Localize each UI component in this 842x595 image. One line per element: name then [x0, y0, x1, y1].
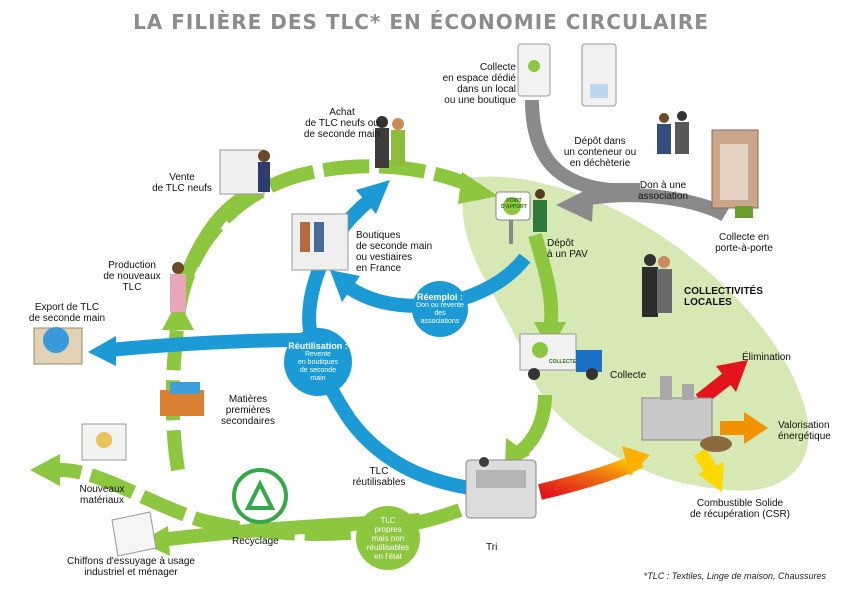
truck-logo-text: COLLECTE	[549, 359, 576, 365]
bubble-reemploi-sub: Don ou revente des associations	[416, 302, 464, 325]
label-vente: Vente de TLC neufs	[152, 172, 212, 194]
label-depot-conteneur: Dépôt dans un conteneur ou en déchèterie	[563, 136, 637, 169]
label-elimination: Élimination	[742, 352, 791, 363]
label-nouveaux-materiaux: Nouveaux matériaux	[79, 484, 125, 506]
collectivites-area	[462, 176, 809, 491]
label-matieres: Matières premières secondaires	[221, 394, 275, 427]
bubble-reutilisation: Réutilisation : Revente en boutiques de …	[284, 328, 352, 396]
label-combustible: Combustible Solide de récupération (CSR)	[689, 498, 791, 520]
recycle-symbol	[232, 468, 288, 524]
label-export: Export de TLC de seconde main	[28, 302, 106, 324]
people-don-illustration	[657, 111, 689, 154]
bubble-tlc-propres: TLC propres mais non réutilisables en l'…	[356, 506, 420, 570]
grey-arrow-espace	[525, 99, 640, 197]
elimination-arrowhead	[716, 360, 748, 392]
factory-illustration	[641, 376, 732, 452]
pav-person-illustration	[533, 189, 547, 232]
blue-flow-reemploi	[335, 253, 531, 313]
valorisation-arrowhead	[744, 412, 768, 444]
bubble-reemploi: Réemploi : Don ou revente des associatio…	[412, 281, 468, 337]
grey-arrowhead	[556, 186, 594, 222]
label-valorisation: Valorisation énergétique	[778, 420, 831, 442]
matieres-illustration	[160, 382, 204, 416]
label-depot-pav: Dépôt à un PAV	[547, 238, 588, 260]
blue-arrowhead-export	[88, 336, 116, 366]
page-title: LA FILIÈRE DES TLC* EN ÉCONOMIE CIRCULAI…	[133, 10, 709, 34]
blue-arrowhead-center	[356, 180, 390, 214]
vente-rack-illustration	[219, 149, 270, 195]
label-chiffons: Chiffons d'essuyage à usage industriel e…	[67, 556, 195, 578]
grey-arrow-porte	[588, 188, 729, 222]
blue-flow-export	[109, 333, 301, 357]
green-arrowhead-up	[162, 300, 194, 330]
export-globe-illustration	[33, 327, 83, 365]
container-illustration	[517, 43, 551, 97]
label-achat: Achat de TLC neufs ou de seconde main	[303, 107, 381, 140]
bubble-reutilisation-title: Réutilisation :	[288, 341, 348, 351]
label-tri: Tri	[486, 542, 498, 553]
rags-illustration	[111, 511, 157, 557]
bubble-reemploi-title: Réemploi :	[416, 292, 463, 302]
bubble-reutilisation-sub: Revente en boutiques de seconde main	[297, 351, 339, 382]
boutique-illustration	[291, 213, 349, 271]
container-depot-illustration	[581, 43, 617, 107]
blue-arrowhead-reemploi	[330, 270, 360, 302]
label-collecte: Collecte	[610, 370, 647, 381]
label-don-association: Don à une association	[637, 180, 689, 202]
green-arrowhead-left	[30, 454, 60, 486]
pav-sign-text: POINT D'APPORT	[501, 198, 527, 210]
house-door-illustration	[711, 129, 759, 218]
green-arrowhead-top	[458, 172, 498, 204]
nouveaux-materiaux-illustration	[81, 423, 127, 461]
pav-sign-illustration	[495, 191, 531, 244]
label-collecte-espace: Collecte en espace dédié dans un local o…	[442, 62, 516, 106]
collectivites-people-illustration	[642, 254, 672, 317]
footnote: *TLC : Textiles, Linge de maison, Chauss…	[643, 571, 826, 581]
label-production: Production de nouveaux TLC	[103, 260, 161, 293]
truck-illustration	[519, 333, 602, 380]
tri-machine-illustration	[465, 457, 537, 519]
achat-people-illustration	[375, 116, 405, 168]
csr-arrowhead	[698, 462, 724, 492]
label-boutiques: Boutiques de seconde main ou vestiaires …	[356, 230, 433, 274]
label-recyclage: Recyclage	[232, 536, 279, 547]
label-collecte-porte: Collecte en porte-à-porte	[715, 232, 773, 254]
production-person-illustration	[170, 262, 186, 312]
heat-flow	[538, 452, 644, 500]
bubble-tlc-propres-text: TLC propres mais non réutilisables en l'…	[366, 515, 410, 561]
elimination-arrow	[695, 372, 733, 406]
heat-arrowhead-tri	[622, 446, 650, 476]
green-flow-right	[528, 233, 559, 332]
label-tlc-reutilisables: TLC réutilisables	[352, 466, 406, 488]
label-collectivites: COLLECTIVITÉS LOCALES	[684, 286, 763, 308]
green-flow-tri	[515, 394, 552, 458]
